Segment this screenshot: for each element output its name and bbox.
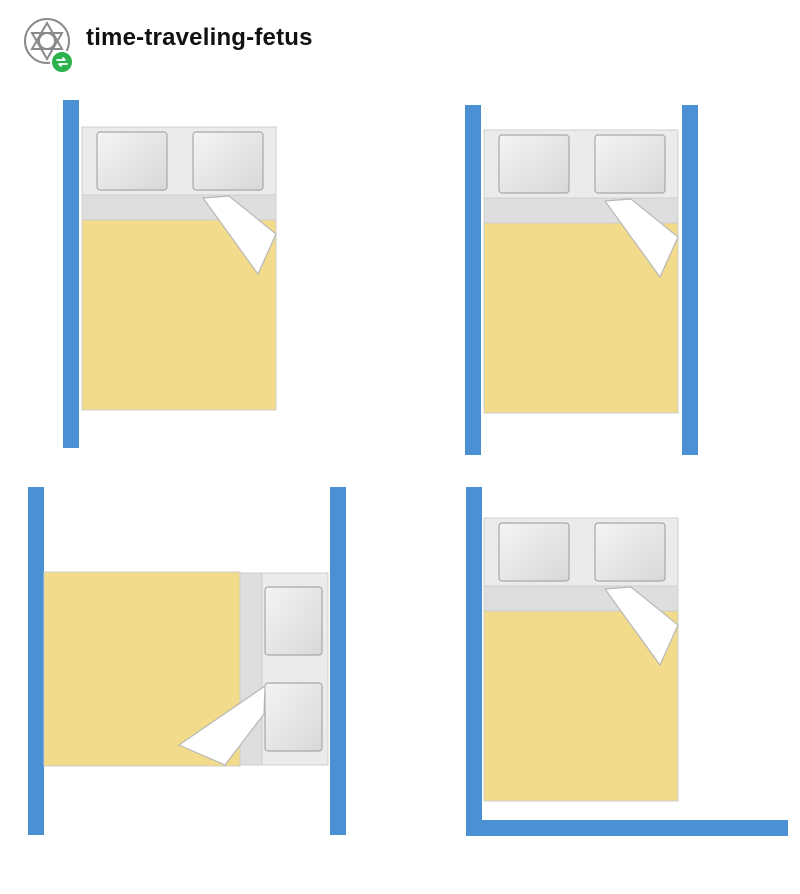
username[interactable]: time-traveling-fetus (86, 24, 313, 51)
folded-corner (603, 586, 679, 667)
wall (682, 105, 698, 455)
bed (483, 517, 679, 802)
pillow (264, 586, 323, 656)
avatar[interactable] (22, 16, 78, 74)
pillow (498, 134, 570, 194)
wall (330, 487, 346, 835)
layout-one-wall (63, 100, 277, 448)
wall (466, 487, 482, 835)
pillow (264, 682, 323, 752)
pillow (594, 522, 666, 582)
folded-corner (177, 684, 266, 766)
folded-corner (603, 198, 679, 279)
bed (483, 129, 679, 414)
layout-two-walls (465, 105, 698, 455)
post-header: time-traveling-fetus (22, 14, 313, 74)
pillow (192, 131, 264, 191)
pillow (594, 134, 666, 194)
bed (43, 571, 329, 767)
reblog-icon (56, 57, 68, 67)
layout-corner (466, 487, 788, 836)
layout-sideways (28, 487, 346, 835)
wall (28, 487, 44, 835)
folded-corner (201, 195, 277, 276)
wall (466, 820, 788, 836)
pillow (96, 131, 168, 191)
wall (465, 105, 481, 455)
bed (81, 126, 277, 411)
wall (63, 100, 79, 448)
pillow (498, 522, 570, 582)
reblog-badge (50, 50, 74, 74)
